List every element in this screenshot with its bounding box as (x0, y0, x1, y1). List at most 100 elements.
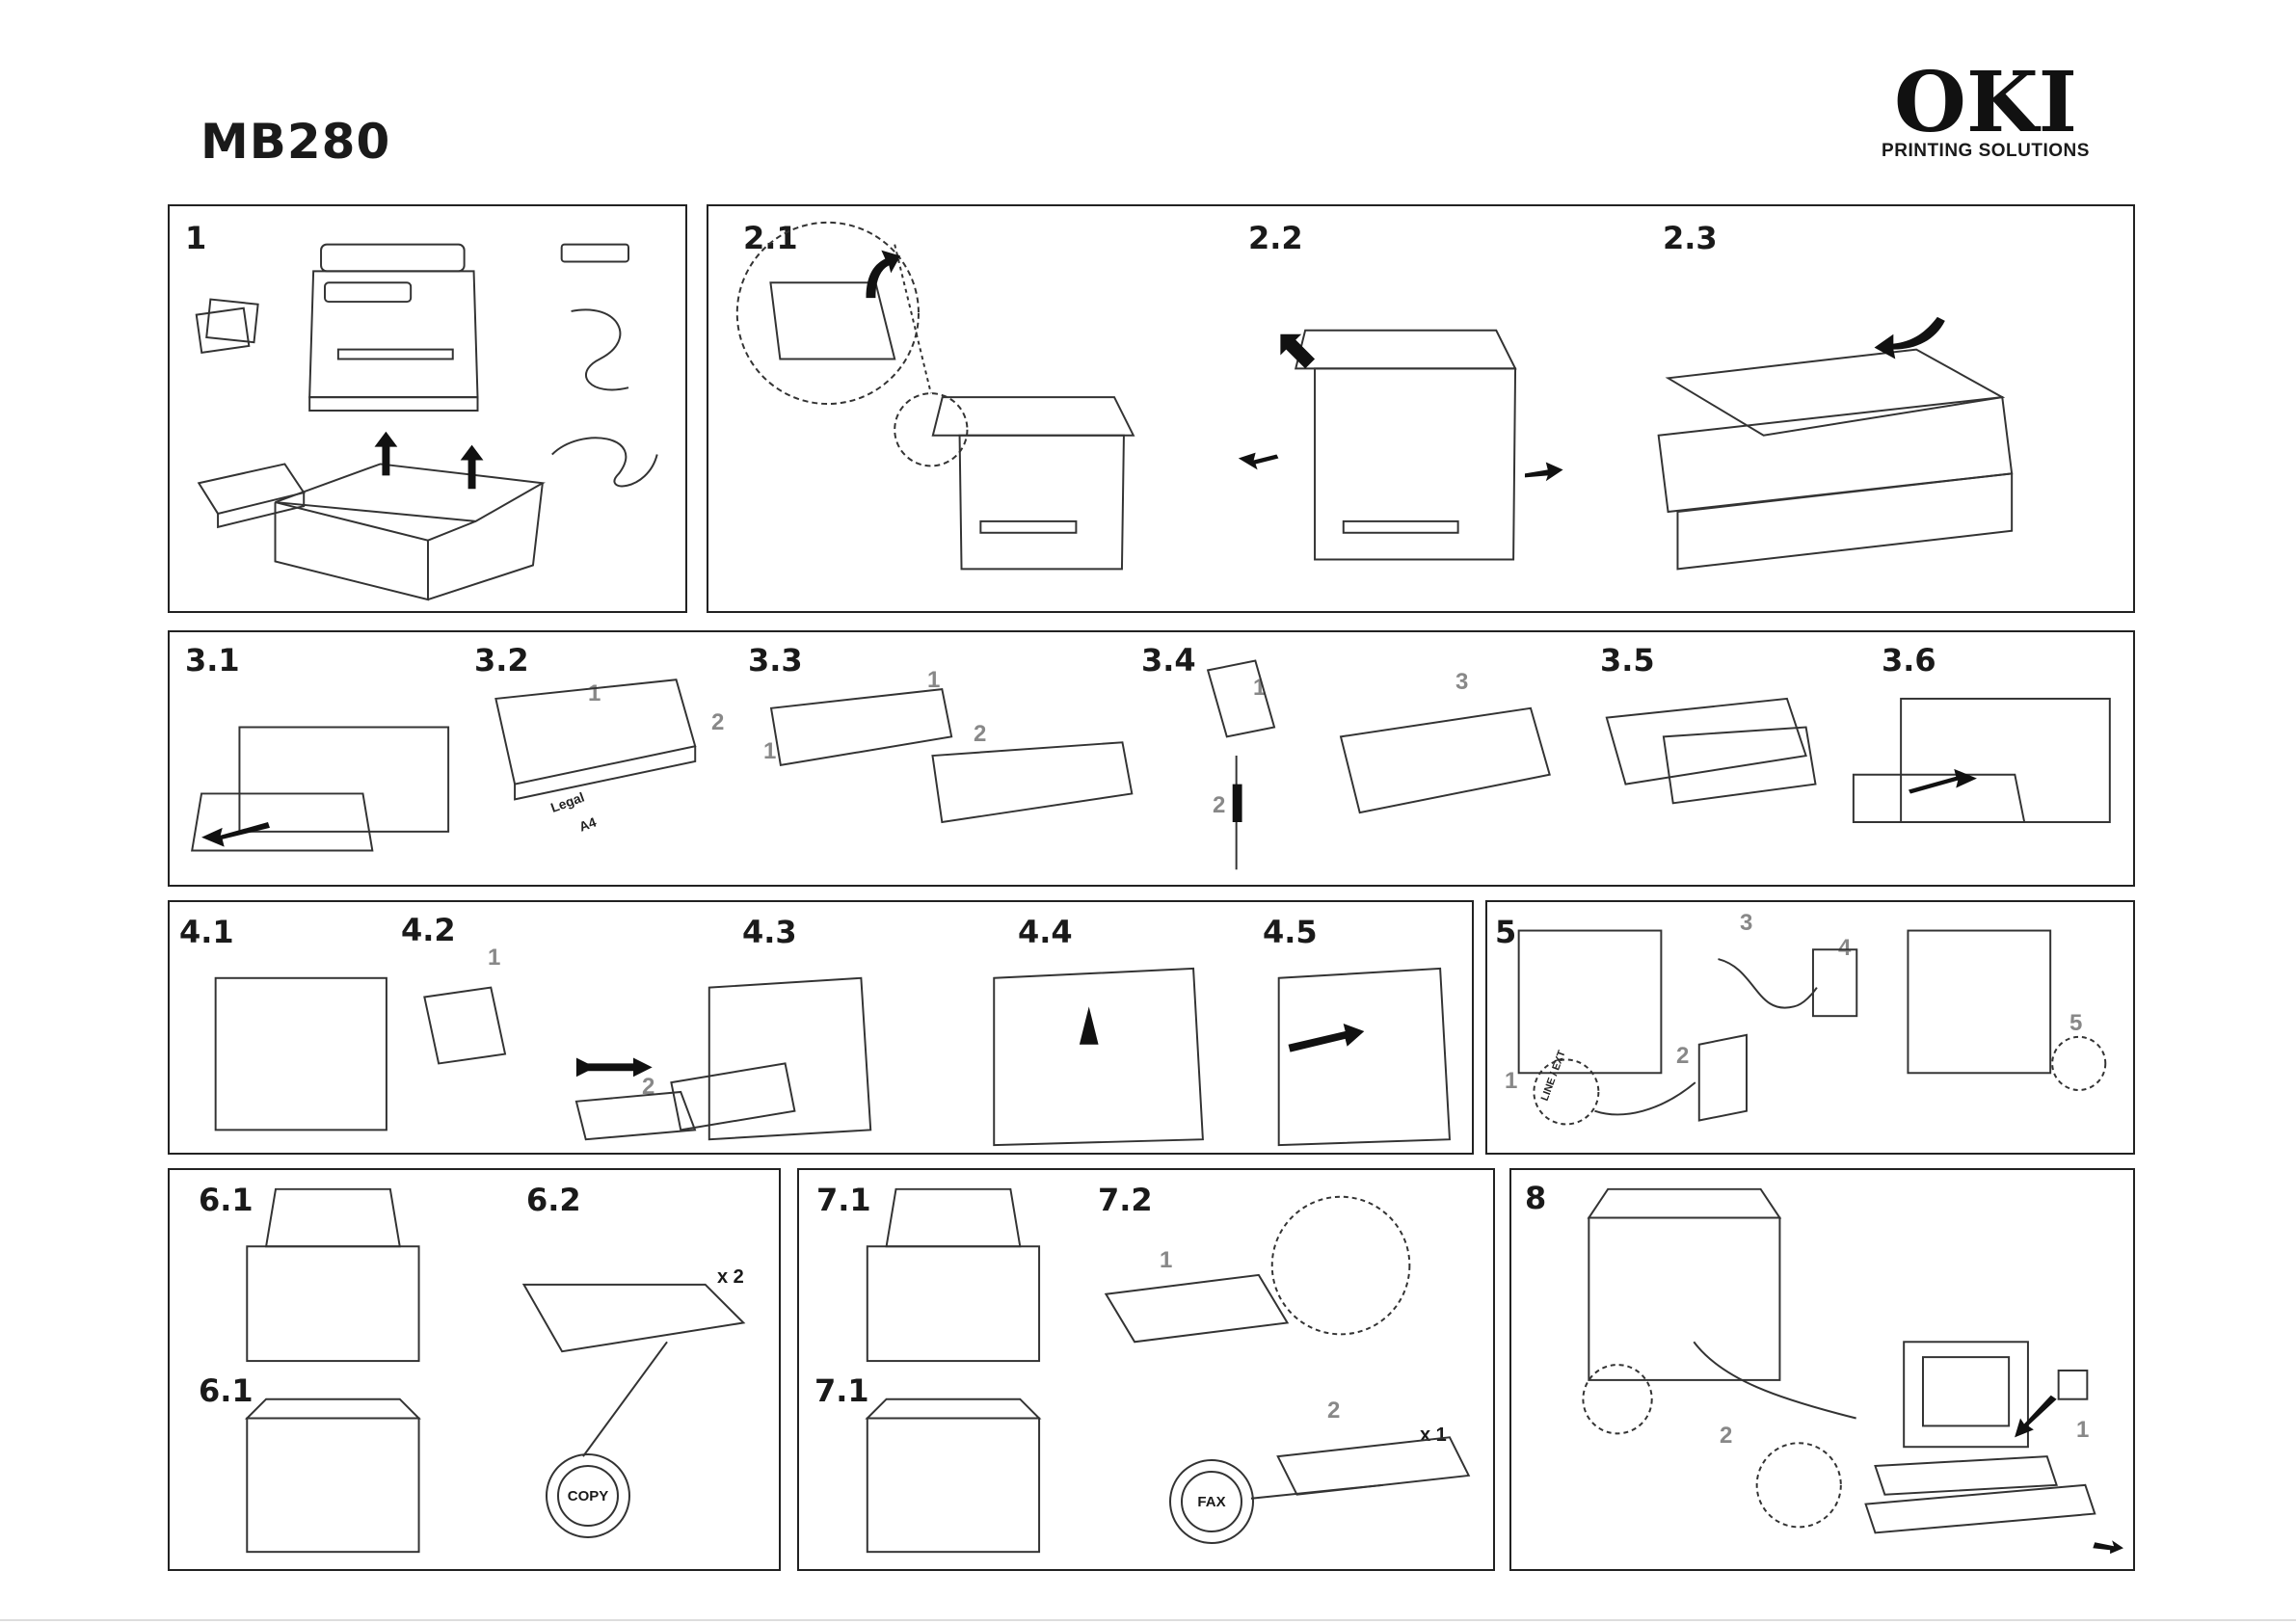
printer-icon (868, 1399, 1039, 1552)
remove-tapes-illustration (708, 206, 2133, 611)
printer-icon (994, 969, 1203, 1145)
oki-wordmark-icon: OKI (1870, 66, 2101, 143)
cable-icon (1718, 959, 1816, 1008)
arrow-icon (866, 251, 1944, 482)
step-label: 7.1 (814, 1372, 869, 1409)
model-title: MB280 (200, 114, 390, 170)
sub-step: 1 (763, 738, 776, 765)
sub-step: 3 (1455, 669, 1468, 696)
printer-icon (1659, 350, 2013, 570)
paper-tray-icon (771, 689, 1132, 822)
printer-icon (216, 978, 387, 1131)
panel-step-6: 6.1 6.2 6.1 x 2 COPY (168, 1168, 781, 1571)
panel-step-8: 8 1 2 (1509, 1168, 2135, 1571)
oki-logo: OKI PRINTING SOLUTIONS (1870, 66, 2101, 172)
toner-cartridge-icon (424, 988, 695, 1140)
step-label: 2.1 (743, 220, 798, 256)
panel-step-4: 4.1 4.2 4.3 4.4 4.5 1 2 (168, 900, 1474, 1155)
step-label: 7.1 (816, 1182, 871, 1218)
step-label: 3.3 (748, 642, 803, 679)
sub-step: 3 (1740, 910, 1752, 937)
paper-size-legal: Legal (548, 790, 586, 815)
fax-illustration (799, 1170, 1493, 1569)
brand-tagline: PRINTING SOLUTIONS (1870, 141, 2101, 162)
step-label: 3.1 (185, 642, 240, 679)
paper-tray-icon (1607, 699, 1816, 803)
panel-step-7: 7.1 7.2 7.1 1 2 x 1 FAX (797, 1168, 1495, 1571)
connect-cables-illustration: LINE / EXT (1487, 902, 2133, 1153)
computer-icon (1866, 1342, 2096, 1532)
step-label: 4.3 (742, 914, 797, 950)
sub-step: 1 (2076, 1417, 2089, 1444)
step-label: 4.4 (1018, 914, 1073, 950)
printer-icon (1589, 1189, 1779, 1380)
paper-size-a4: A4 (577, 814, 599, 834)
copy-button-label: COPY (557, 1465, 619, 1527)
keypad-icon (1106, 1275, 1287, 1342)
telephone-jack-icon (1699, 1035, 1747, 1121)
cable-icon (1694, 1342, 1855, 1418)
arrow-icon (375, 432, 484, 489)
sub-step: 1 (488, 945, 500, 972)
paper-tray-icon (192, 727, 448, 850)
copy-button[interactable]: COPY (546, 1453, 630, 1538)
sub-step: 2 (974, 721, 986, 748)
paper-tray-icon (1854, 699, 2110, 822)
panel-step-1: 1 (168, 204, 687, 613)
step-label: 6.2 (526, 1182, 581, 1218)
printer-icon (1279, 969, 1450, 1145)
hand-icon (770, 282, 894, 359)
printer-icon (1295, 331, 1515, 560)
panel-step-5: 5 3 4 2 1 5 LINE / EXT (1485, 900, 2135, 1155)
panel-step-3: 3.1 3.2 3.3 3.4 3.5 3.6 1 2 1 1 2 1 2 3 (168, 630, 2135, 887)
step-label: 8 (1525, 1180, 1546, 1216)
step-label: 6.1 (199, 1372, 254, 1409)
printer-icon (671, 978, 870, 1139)
printer-icon (309, 245, 477, 411)
fax-button[interactable]: FAX (1169, 1459, 1254, 1544)
sub-step: 4 (1838, 935, 1851, 962)
sub-step: 1 (1253, 675, 1266, 702)
arrow-icon (2015, 1396, 2123, 1554)
cable-icon (1594, 1082, 1695, 1114)
printer-icon (1908, 931, 2050, 1074)
box-icon (276, 464, 543, 599)
step-label: 4.2 (401, 912, 456, 948)
sub-step: 1 (1160, 1247, 1172, 1274)
usb-connect-illustration (1511, 1170, 2133, 1569)
step-label: 3.5 (1600, 642, 1655, 679)
copy-multiplier: x 2 (717, 1266, 744, 1289)
sub-step: 1 (588, 680, 601, 707)
line-ext-label: LINE / EXT (1539, 1049, 1568, 1103)
sub-step: 2 (1720, 1423, 1732, 1450)
printer-icon (933, 397, 1134, 569)
arrow-icon (576, 1006, 1364, 1077)
fax-multiplier: x 1 (1420, 1424, 1447, 1447)
usb-cable-icon (1757, 1443, 1841, 1527)
step-label: 4.5 (1263, 914, 1318, 950)
sub-step: 2 (642, 1074, 654, 1101)
step-label: 5 (1495, 914, 1516, 950)
sub-step: 2 (1676, 1043, 1689, 1070)
sub-step: 2 (711, 709, 724, 736)
copy-illustration (170, 1170, 779, 1569)
printer-icon (247, 1399, 418, 1552)
toner-cartridge-icon (199, 464, 304, 526)
page-bottom-rule (0, 1619, 2296, 1621)
sub-step: 1 (1505, 1068, 1517, 1095)
fax-button-label: FAX (1181, 1471, 1242, 1532)
brand-wordmark: OKI (1894, 66, 2077, 143)
step-label: 2.3 (1663, 220, 1718, 256)
keypad-icon (524, 1285, 744, 1351)
sub-step: 1 (927, 667, 940, 694)
step-label: 1 (185, 220, 206, 256)
cable-icon (552, 309, 657, 486)
cd-icon (2059, 1371, 2088, 1399)
panel-step-2: 2.1 2.2 2.3 (707, 204, 2135, 613)
step-label: 7.2 (1098, 1182, 1153, 1218)
step-label: 6.1 (199, 1182, 254, 1218)
printer-icon (247, 1189, 418, 1361)
step-label: 3.4 (1141, 642, 1196, 679)
unpacking-illustration (170, 206, 685, 611)
step-label: 2.2 (1248, 220, 1303, 256)
